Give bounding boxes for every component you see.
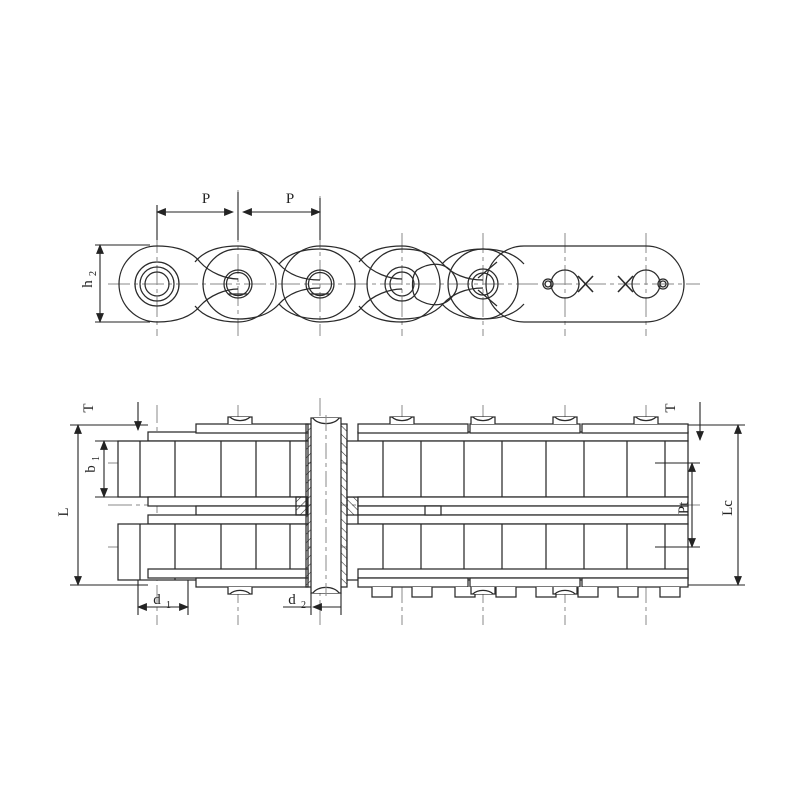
split-pin-icon: [617, 275, 634, 293]
outer-plate-mid-lower-right: [357, 514, 689, 525]
dimension-label-pitch-1: P: [202, 191, 210, 207]
dimension-label-plate-height-sub: 2: [88, 271, 99, 276]
roller-body-top-left: [117, 440, 309, 498]
outer-plate-mid-lower-left: [147, 514, 309, 525]
split-pin-icon: [577, 275, 594, 293]
center-plate-right: [357, 505, 689, 516]
side-link-plate-2: [202, 248, 356, 320]
side-view-roller-circles: [134, 261, 499, 307]
dimension-label-d1-group: d 1: [153, 592, 171, 611]
section-right-half: [346, 416, 689, 598]
roller-body-top-right: [346, 440, 689, 498]
inner-plate-mid-upper-left: [195, 505, 309, 516]
dimension-plate-height-lines: [95, 244, 150, 323]
inner-plate-bottom-left: [195, 577, 309, 588]
dimension-label-Lc-group: Lc: [720, 500, 736, 516]
inner-plate-top-right-1: [357, 423, 469, 434]
dimension-label-transverse-pitch: Pt: [676, 501, 692, 514]
side-link-plate-connecting: [447, 245, 685, 323]
dimension-label-pin-diameter-sub: 2: [301, 600, 306, 611]
dimension-label-inner-width-sub: 1: [91, 456, 102, 461]
roller-internal-lines: [139, 441, 291, 497]
inner-plate-top-left: [195, 423, 309, 434]
dimension-pitch-lines: [156, 192, 321, 240]
dimension-label-plate-thickness-right: T: [663, 403, 679, 412]
outer-plate-bottom-right: [357, 568, 689, 579]
section-left-half: [117, 416, 309, 595]
dimension-label-roller-diameter: d: [153, 592, 161, 608]
side-view-cotter-pin-links: [542, 269, 669, 299]
inner-plate-top-right-3: [581, 423, 689, 434]
dimension-label-d2-group: d 2: [288, 592, 306, 611]
dimension-label-roller-diameter-sub: 1: [166, 600, 171, 611]
dimension-label-plate-thickness-left: T: [81, 403, 97, 412]
dimension-label-T-left-group: T: [81, 403, 97, 412]
outer-plate-mid-upper-left: [147, 496, 309, 507]
side-link-plate-3: [281, 245, 441, 323]
cotter-pin-section-details: [371, 587, 681, 598]
dimension-label-pin-diameter: d: [288, 592, 296, 608]
dimension-label-overall-length: L: [56, 507, 72, 516]
dimension-label-L-group: L: [56, 507, 72, 516]
side-view: [95, 190, 700, 336]
dimension-label-pitch-2: P: [286, 191, 294, 207]
section-center-pin: [295, 415, 359, 596]
outer-plate-mid-upper-right: [357, 496, 689, 507]
side-link-plate-1: [118, 245, 277, 323]
dimension-label-plate-height-group: h 2: [80, 271, 99, 288]
dimension-label-T-right-group: T: [663, 403, 679, 412]
section-dimension-lines: [70, 402, 745, 615]
section-view: [70, 398, 745, 625]
dimension-label-Pt-group: Pt: [676, 501, 692, 514]
dimension-label-overall-width: Lc: [720, 500, 736, 516]
inner-plate-top-right-2: [469, 423, 581, 434]
roller-internal-lines-right-top: [382, 441, 666, 497]
outer-plate-bottom-left: [147, 568, 309, 579]
plate-bosses-top-right: [389, 416, 659, 424]
dimension-label-b1-group: b 1: [83, 456, 102, 473]
cotter-washer-icon: [657, 278, 669, 290]
dimension-label-inner-width: b: [83, 465, 99, 473]
dimension-label-plate-height: h: [80, 280, 96, 288]
cotter-washer-icon: [542, 278, 554, 290]
